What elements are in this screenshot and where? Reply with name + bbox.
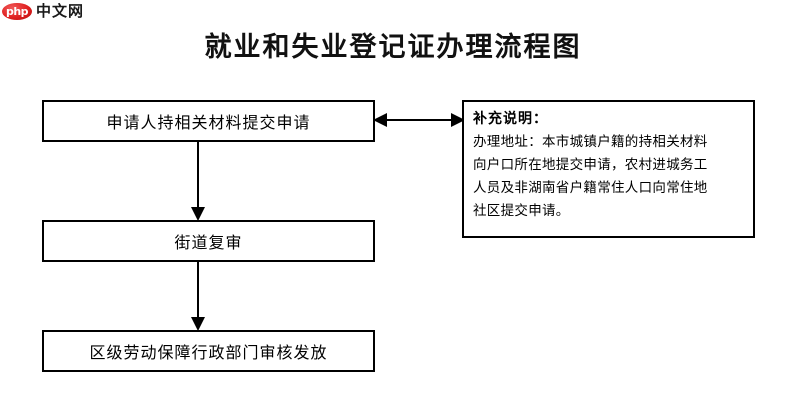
note-title: 补充说明： [473,111,548,127]
site-watermark-logo: php 中文网 [2,3,84,20]
note-line: 人员及非湖南省户籍常住人口向常住地 [473,180,708,196]
flow-step-label: 申请人持相关材料提交申请 [106,113,311,132]
page-title: 就业和失业登记证办理流程图 [204,32,582,63]
note-line: 社区提交申请。 [473,203,570,219]
supplementary-note-box: 补充说明： 办理地址：本市城镇户籍的持相关材料 向户口所在地提交申请，农村进城务… [462,100,755,238]
connector-review-to-issue-arrow-icon [191,260,205,331]
site-name-label: 中文网 [36,3,85,20]
note-line: 办理地址：本市城镇户籍的持相关材料 [473,134,708,150]
php-badge-icon: php [2,3,32,20]
note-body: 办理地址：本市城镇户籍的持相关材料 向户口所在地提交申请，农村进城务工 人员及非… [473,131,745,223]
flow-step-label: 区级劳动保障行政部门审核发放 [89,343,328,362]
connector-apply-to-note-double-arrow-icon [373,113,465,127]
connector-apply-to-review-arrow-icon [191,140,205,221]
note-line: 向户口所在地提交申请，农村进城务工 [473,157,708,173]
flow-step-issue: 区级劳动保障行政部门审核发放 [42,330,375,372]
flow-step-label: 街道复审 [174,233,243,252]
flow-step-apply: 申请人持相关材料提交申请 [42,100,375,142]
flow-step-review: 街道复审 [42,220,375,262]
